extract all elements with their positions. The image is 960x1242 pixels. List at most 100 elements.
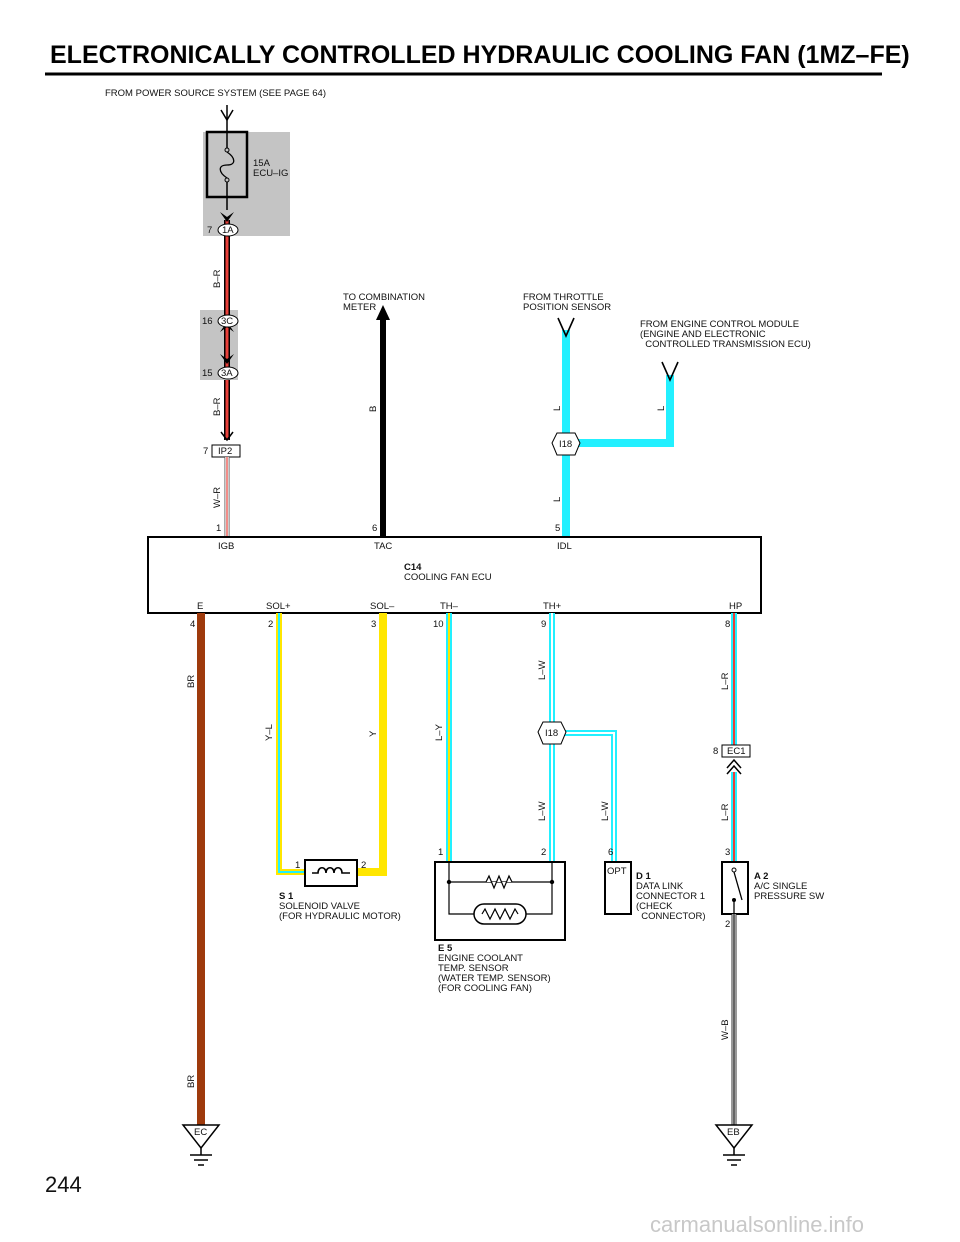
wire-label-lr2: L–R xyxy=(720,803,731,821)
coolant-sensor-pin-2: 2 xyxy=(541,847,546,858)
ecu-pin-idl: 5 xyxy=(555,523,560,534)
ecu-terminal-igb: IGB xyxy=(218,541,234,552)
ac-pressure-switch xyxy=(721,861,749,915)
wire-label-l1: L xyxy=(552,406,563,411)
chevron-3a-icon xyxy=(220,354,234,364)
chevron-ec1-icon-2 xyxy=(726,764,742,775)
connector-ec1 xyxy=(721,744,751,758)
sensor-node-right xyxy=(549,879,555,885)
ground-ec-label: EC xyxy=(194,1127,207,1138)
sensor-node-left xyxy=(446,879,452,885)
chevron-ec1-icon-1 xyxy=(726,758,742,769)
data-link-id: D 1 xyxy=(636,871,652,882)
wire-label-ly: L–Y xyxy=(434,723,445,741)
wire-l-w-branch xyxy=(552,730,617,862)
source-throttle-line1: FROM THROTTLE xyxy=(523,292,604,303)
fuse-element-icon xyxy=(219,151,235,179)
ecu-id: C14 xyxy=(404,562,422,573)
ecu-pin-tac: 6 xyxy=(372,523,377,534)
ecu-terminal-sol-plus: SOL+ xyxy=(266,601,291,612)
junction-i18-bottom-label: I18 xyxy=(545,728,558,739)
solenoid-pin-2: 2 xyxy=(361,860,366,871)
switch-lever-icon xyxy=(733,871,743,901)
data-link-line2: CONNECTOR 1 xyxy=(636,891,705,902)
solenoid-line2: (FOR HYDRAULIC MOTOR) xyxy=(279,911,401,922)
wire-y xyxy=(357,613,387,876)
ac-switch-pin-3: 3 xyxy=(725,847,730,858)
connector-1a-label: 1A xyxy=(222,225,234,236)
wire-label-br-upper: B–R xyxy=(212,269,223,288)
ac-switch-id: A 2 xyxy=(754,871,768,882)
junction-i18-bottom xyxy=(537,721,567,745)
wire-label-l3: L xyxy=(552,497,563,502)
throttle-arrow-icon xyxy=(557,317,575,338)
wire-label-b: B xyxy=(368,406,379,412)
ecu-pin-sol-minus: 3 xyxy=(371,619,376,630)
source-combination-meter-line1: TO COMBINATION xyxy=(343,292,425,303)
ecu-pin-igb: 1 xyxy=(216,523,221,534)
ecu-pin-sol-plus: 2 xyxy=(268,619,273,630)
coolant-sensor-line3: (WATER TEMP. SENSOR) xyxy=(438,973,551,984)
connector-3c xyxy=(217,314,239,328)
source-ecm-line1: FROM ENGINE CONTROL MODULE xyxy=(640,319,799,330)
data-link-pin: 6 xyxy=(608,847,613,858)
coolant-sensor-line1: ENGINE COOLANT xyxy=(438,953,523,964)
data-link-line4: CONNECTOR) xyxy=(636,911,706,922)
ecu-pin-e: 4 xyxy=(190,619,195,630)
ground-eb-label: EB xyxy=(727,1127,740,1138)
wire-l-ecm xyxy=(566,375,674,447)
wire-label-l2: L xyxy=(656,406,667,411)
ecu-pin-th-minus: 10 xyxy=(433,619,444,630)
ecu-pin-th-plus: 9 xyxy=(541,619,546,630)
connector-3a-label: 3A xyxy=(221,368,233,379)
wire-label-yl: Y–L xyxy=(264,724,275,741)
page-number: 244 xyxy=(45,1172,82,1197)
solenoid-pin-1: 1 xyxy=(295,860,300,871)
junction-i18-top xyxy=(551,432,581,456)
coolant-sensor-pin-1: 1 xyxy=(438,847,443,858)
source-ecm-line2: (ENGINE AND ELECTRONIC xyxy=(640,329,766,340)
wire-label-y: Y xyxy=(368,730,379,737)
source-power-label: FROM POWER SOURCE SYSTEM (SEE PAGE 64) xyxy=(105,88,326,99)
ecu-pin-hp: 8 xyxy=(725,619,730,630)
combination-meter-arrow-icon xyxy=(376,305,390,320)
wire-label-lw2: L–W xyxy=(537,801,548,821)
chevron-1a-icon xyxy=(220,212,234,222)
wire-label-br-left-lower: BR xyxy=(186,1075,197,1088)
solenoid-line1: SOLENOID VALVE xyxy=(279,901,360,912)
fuse-name: ECU–IG xyxy=(253,168,288,179)
connector-ip2-label: IP2 xyxy=(218,446,232,457)
ecm-arrow-icon xyxy=(661,361,679,382)
thermistor-zigzag-icon xyxy=(481,907,519,921)
fuse-rating: 15A xyxy=(253,158,271,169)
wire-label-wr: W–R xyxy=(212,487,223,508)
page-title: ELECTRONICALLY CONTROLLED HYDRAULIC COOL… xyxy=(50,41,910,69)
ecu-name: COOLING FAN ECU xyxy=(404,572,492,583)
coolant-sensor-line2: TEMP. SENSOR xyxy=(438,963,509,974)
ecu-terminal-sol-minus: SOL– xyxy=(370,601,395,612)
junction-i18-top-label: I18 xyxy=(559,439,572,450)
ecu-terminal-idl: IDL xyxy=(557,541,572,552)
connector-3a xyxy=(217,366,239,380)
connector-ec1-pin: 8 xyxy=(713,746,718,757)
ecu-terminal-hp: HP xyxy=(729,601,742,612)
switch-contact-bottom xyxy=(732,898,736,902)
thermistor-icon xyxy=(473,903,527,925)
data-link-line1: DATA LINK xyxy=(636,881,684,892)
data-link-terminal: OPT xyxy=(607,866,627,877)
ecu-terminal-e: E xyxy=(197,601,203,612)
ecu-terminal-tac: TAC xyxy=(374,541,392,552)
cooling-fan-ecu xyxy=(147,536,762,614)
wire-label-lw3: L–W xyxy=(600,801,611,821)
chevron-ip2-icon xyxy=(220,431,234,442)
connector-3c-pin: 16 xyxy=(202,316,213,327)
source-throttle-line2: POSITION SENSOR xyxy=(523,302,611,313)
source-combination-meter-line2: METER xyxy=(343,302,376,313)
connector-ip2-pin: 7 xyxy=(203,446,208,457)
solenoid-id: S 1 xyxy=(279,891,294,902)
data-link-connector xyxy=(604,861,632,915)
ecu-terminal-th-plus: TH+ xyxy=(543,601,562,612)
connector-3c-label: 3C xyxy=(221,316,233,327)
connector-ec1-label: EC1 xyxy=(727,746,745,757)
